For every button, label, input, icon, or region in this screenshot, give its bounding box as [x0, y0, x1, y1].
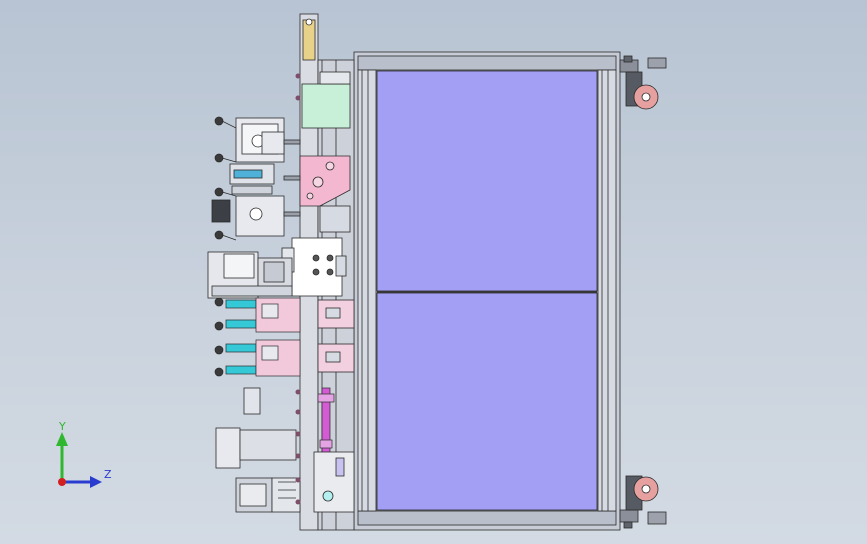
handle-knobs[interactable]	[214, 116, 237, 377]
mounting-plate[interactable]	[281, 237, 347, 297]
orientation-triad: Y Z	[56, 420, 112, 488]
upper-clamp-assembly[interactable]	[211, 117, 301, 237]
lower-pink-housing[interactable]	[317, 299, 355, 373]
bottom-carriage[interactable]	[313, 451, 355, 513]
bottom-motor-unit[interactable]	[215, 387, 301, 513]
upper-transparent-panel[interactable]	[376, 70, 598, 292]
rail-bolts	[295, 73, 301, 505]
x-axis-icon	[58, 478, 66, 486]
slide-module[interactable]	[207, 251, 293, 299]
y-axis-label: Y	[58, 420, 66, 433]
z-axis-label: Z	[104, 468, 112, 481]
lead-screw[interactable]	[317, 387, 335, 455]
bottom-caster[interactable]	[619, 475, 667, 529]
mint-block[interactable]	[301, 83, 351, 129]
top-caster[interactable]	[619, 55, 667, 110]
cylinder-assembly[interactable]	[225, 297, 301, 377]
lower-transparent-panel[interactable]	[376, 292, 598, 511]
pink-bracket[interactable]	[299, 155, 351, 207]
